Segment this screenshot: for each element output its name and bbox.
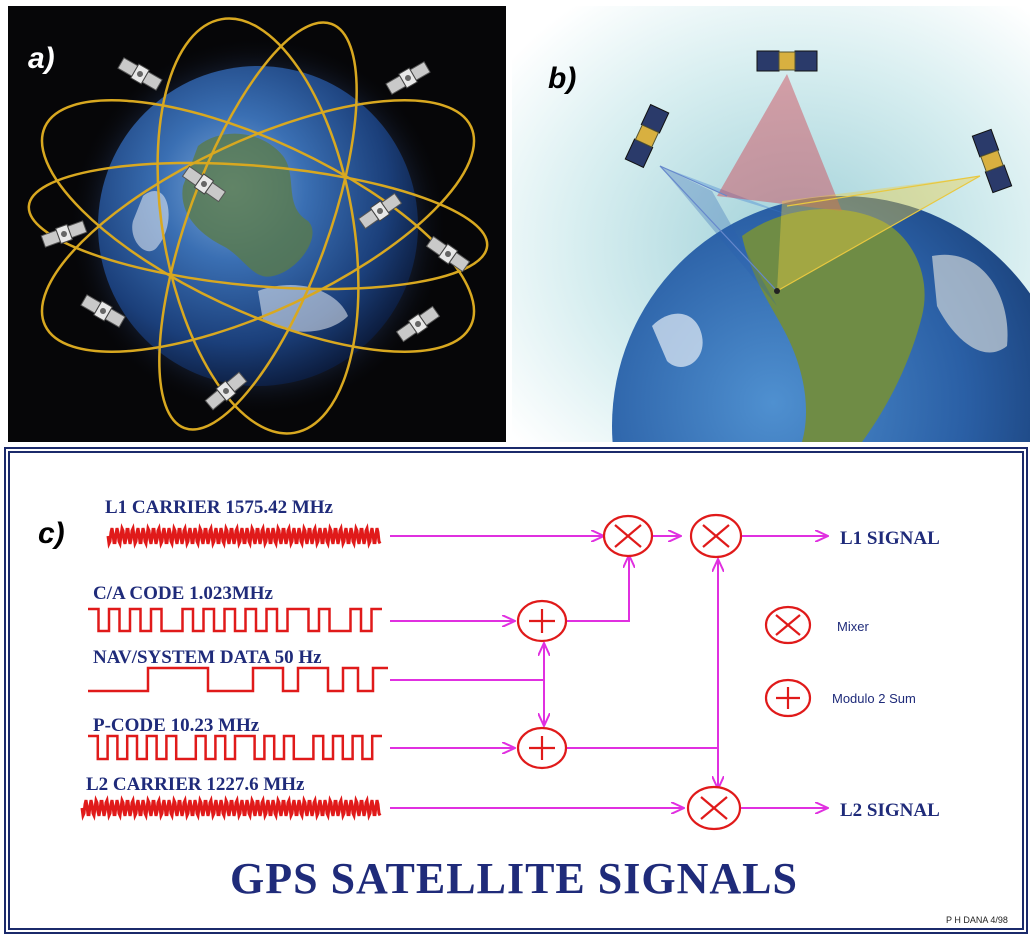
red-coverage-cone: [717, 74, 842, 211]
legend-mixer-label: Mixer: [837, 619, 869, 634]
l1-carrier-label: L1 CARRIER 1575.42 MHz: [105, 497, 334, 518]
panel-a-label: a): [28, 42, 55, 75]
sum-p-nav: [516, 726, 568, 770]
legend-sum-label: Modulo 2 Sum: [832, 691, 916, 706]
panel-b-label: b): [548, 62, 577, 95]
l1-signal-output-label: L1 SIGNAL: [840, 528, 940, 549]
ca-code-waveform: [88, 607, 382, 633]
panel-c-signal-diagram: L1 CARRIER 1575.42 MHz C/A CODE 1.023MHz…: [4, 447, 1028, 934]
ca-code-label: C/A CODE 1.023MHz: [93, 583, 274, 604]
l2-carrier-waveform: [80, 795, 382, 821]
panel-b-coverage-image: b): [512, 6, 1030, 442]
mixer-l2: [686, 785, 742, 831]
mixer-l1-pcode: [689, 513, 743, 559]
nav-data-label: NAV/SYSTEM DATA 50 Hz: [93, 647, 322, 668]
gps-signal-diagram: L1 CARRIER 1575.42 MHz C/A CODE 1.023MHz…: [80, 497, 1008, 925]
p-code-label: P-CODE 10.23 MHz: [93, 715, 260, 736]
legend-sum-symbol: [764, 678, 812, 718]
legend-mixer-symbol: [764, 605, 812, 645]
constellation-illustration: [27, 17, 489, 435]
diagram-credit: P H DANA 4/98: [946, 915, 1008, 925]
sum-ca-nav: [516, 599, 568, 643]
panel-a-constellation-image: a): [8, 6, 506, 442]
l1-carrier-waveform: [106, 523, 382, 549]
l2-signal-output-label: L2 SIGNAL: [840, 800, 940, 821]
nav-data-waveform: [88, 666, 388, 693]
mixer-l1-code: [602, 514, 654, 558]
p-code-waveform: [88, 734, 382, 761]
coverage-illustration: [512, 6, 1030, 442]
orbit-rings: [27, 17, 489, 435]
panel-c-label: c): [38, 517, 65, 550]
signal-connections: [390, 536, 828, 808]
diagram-title: GPS SATELLITE SIGNALS: [230, 854, 798, 903]
l2-carrier-label: L2 CARRIER 1227.6 MHz: [86, 774, 305, 795]
